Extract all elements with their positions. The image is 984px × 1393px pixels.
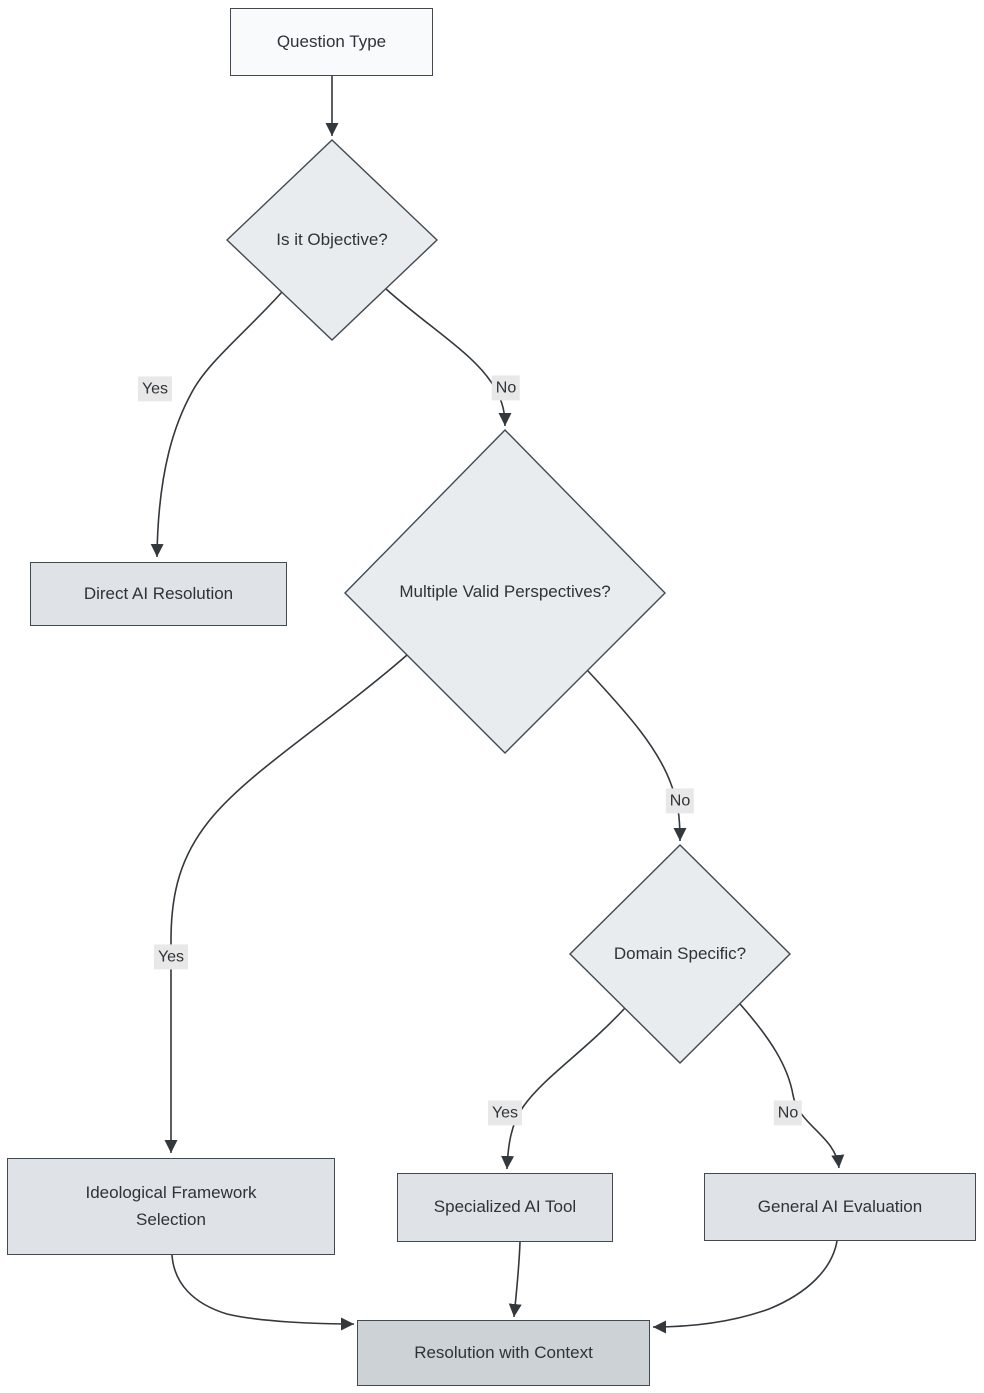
edge-label-objective-no: No	[491, 375, 521, 401]
edge-objective-yes	[150, 291, 283, 558]
edge-objective-no	[385, 288, 512, 427]
node-resolution-with-context-label: Resolution with Context	[414, 1342, 593, 1362]
edge-perspectives-no	[587, 670, 687, 842]
edge-ideological-to-resolution	[171, 1254, 355, 1331]
decision-is-objective-shape	[225, 139, 439, 341]
node-is-objective-label: Is it Objective?	[276, 230, 388, 249]
edge-general-to-resolution	[652, 1240, 838, 1334]
edge-perspectives-yes	[164, 654, 408, 1153]
node-direct-ai-resolution-label: Direct AI Resolution	[83, 583, 234, 603]
node-general-ai-evaluation-label: General AI Evaluation	[757, 1196, 923, 1216]
edge-label-objective-yes: Yes	[137, 376, 173, 402]
node-domain-specific-label: Domain Specific?	[613, 944, 747, 963]
decision-multiple-perspectives-shape	[344, 429, 666, 754]
node-question-type: Question Type	[230, 8, 433, 76]
node-general-ai-evaluation: General AI Evaluation	[704, 1173, 976, 1241]
edge-domain-no	[739, 1003, 845, 1169]
edge-label-perspectives-yes: Yes	[153, 944, 189, 970]
node-question-type-label: Question Type	[276, 31, 387, 51]
node-resolution-with-context: Resolution with Context	[357, 1320, 650, 1386]
node-multiple-valid-perspectives-label: Multiple Valid Perspectives?	[399, 582, 611, 601]
edge-label-domain-no: No	[773, 1100, 803, 1126]
edge-specialized-to-resolution	[508, 1241, 522, 1318]
node-specialized-ai-tool-label: Specialized AI Tool	[433, 1197, 577, 1217]
edge-label-domain-yes: Yes	[487, 1100, 523, 1126]
node-specialized-ai-tool: Specialized AI Tool	[397, 1173, 613, 1242]
decision-domain-specific-shape	[569, 844, 791, 1064]
edge-label-perspectives-no: No	[665, 788, 695, 814]
edge-domain-yes	[501, 1007, 626, 1170]
node-direct-ai-resolution: Direct AI Resolution	[30, 562, 287, 626]
node-ideological-framework-selection-label: Ideological Framework Selection	[85, 1183, 257, 1229]
node-ideological-framework-selection: Ideological Framework Selection	[7, 1158, 335, 1255]
